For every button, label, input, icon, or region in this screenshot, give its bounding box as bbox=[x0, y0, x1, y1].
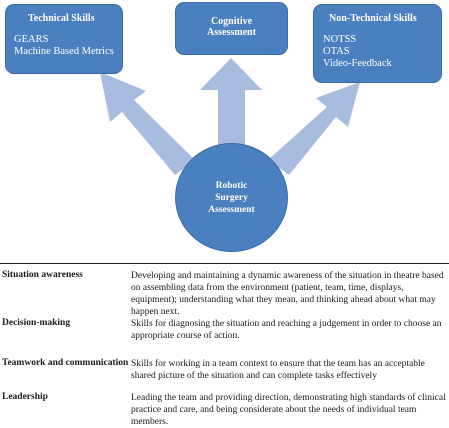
definition-teamwork-communication: Skills for working in a team context to … bbox=[131, 359, 425, 381]
center-line-3: Assessment bbox=[208, 204, 255, 215]
non-technical-skills-title: Non-Technical Skills bbox=[329, 13, 417, 24]
robotic-surgery-assessment-circle: Robotic Surgery Assessment bbox=[175, 143, 288, 252]
table-row: Situation awareness Developing and maint… bbox=[0, 264, 449, 317]
table-row: Decision-making Skills for diagnosing th… bbox=[0, 312, 449, 352]
technical-skills-title: Technical Skills bbox=[28, 13, 95, 24]
nontech-item-otas: OTAS bbox=[323, 46, 350, 57]
cognitive-title-line-1: Cognitive bbox=[210, 16, 253, 27]
term-situation-awareness: Situation awareness bbox=[2, 270, 83, 280]
definition-leadership: Leading the team and providing direction… bbox=[131, 393, 446, 427]
table-row: Leadership Leading the team and providin… bbox=[0, 386, 449, 427]
term-leadership: Leadership bbox=[2, 392, 48, 402]
definition-situation-awareness: Developing and maintaining a dynamic awa… bbox=[131, 271, 444, 317]
arrow-to-nontechnical bbox=[268, 82, 360, 175]
center-line-2: Surgery bbox=[215, 192, 248, 203]
nontech-item-video-feedback: Video-Feedback bbox=[323, 58, 392, 69]
technical-item-machine-metrics: Machine Based Metrics bbox=[14, 46, 114, 57]
arrow-to-technical bbox=[100, 72, 195, 175]
table-row: Teamwork and communication Skills for wo… bbox=[0, 352, 449, 386]
term-decision-making: Decision-making bbox=[2, 318, 71, 328]
technical-item-gears: GEARS bbox=[14, 34, 49, 45]
arrows-layer bbox=[100, 58, 360, 175]
cognitive-title-line-2: Assessment bbox=[207, 27, 256, 38]
technical-skills-box: Technical Skills GEARS Machine Based Met… bbox=[5, 4, 123, 74]
term-teamwork-communication: Teamwork and communication bbox=[2, 358, 129, 368]
arrow-to-cognitive bbox=[200, 58, 262, 145]
non-technical-skills-table: Situation awareness Developing and maint… bbox=[0, 263, 449, 427]
non-technical-skills-box: Non-Technical Skills NOTSS OTAS Video-Fe… bbox=[313, 4, 442, 83]
center-line-1: Robotic bbox=[215, 180, 248, 191]
assessment-diagram: Technical Skills GEARS Machine Based Met… bbox=[5, 2, 442, 252]
cognitive-assessment-box: Cognitive Assessment bbox=[175, 2, 288, 55]
nontech-item-notss: NOTSS bbox=[323, 34, 357, 45]
definition-decision-making: Skills for diagnosing the situation and … bbox=[131, 319, 442, 341]
